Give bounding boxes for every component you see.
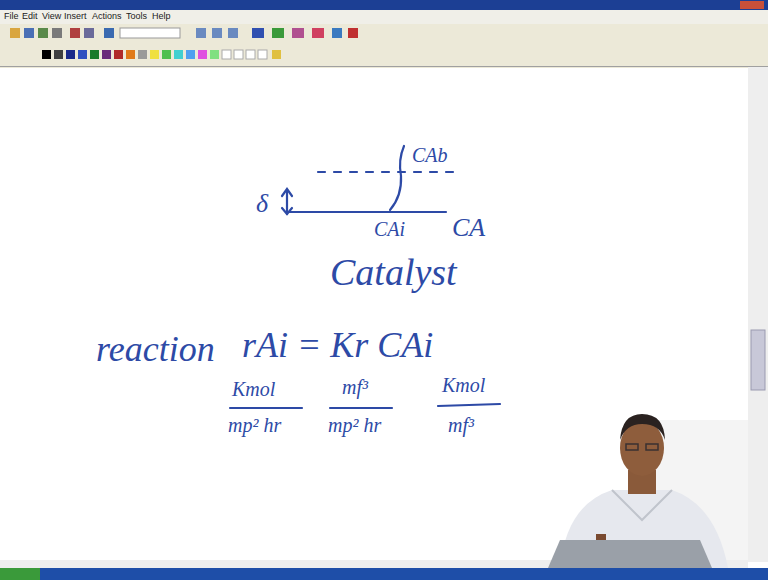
- scrollbar: [748, 67, 768, 562]
- menu-item: Tools: [126, 12, 147, 22]
- menu-item: Insert: [64, 12, 87, 22]
- film-thickness-label: δ: [256, 190, 268, 219]
- window-buttons: [740, 1, 764, 9]
- unit-denominator: mf³: [448, 414, 474, 436]
- rate-equation: rAi = Kr CAi: [242, 326, 433, 366]
- taskbar: [0, 568, 768, 580]
- menu-item: Actions: [92, 12, 122, 22]
- lecturer-figure: [548, 414, 748, 568]
- menu-bar: [0, 10, 768, 24]
- concentration-label: CAb: [412, 144, 448, 166]
- toolbar-icons: [10, 28, 358, 38]
- menu-item: Edit: [22, 12, 38, 22]
- concentration-label: CA: [452, 214, 485, 243]
- toolbar: [0, 24, 768, 68]
- menu-item: View: [42, 12, 61, 22]
- unit-numerator: Kmol: [442, 374, 485, 396]
- concentration-label: CAi: [374, 218, 405, 240]
- handwritten-sketch: [230, 146, 500, 408]
- unit-numerator: Kmol: [232, 378, 275, 400]
- menu-item: Help: [152, 12, 171, 22]
- catalyst-label: Catalyst: [330, 252, 457, 294]
- unit-denominator: mp² hr: [228, 414, 281, 436]
- title-bar: [0, 0, 768, 10]
- unit-denominator: mp² hr: [328, 414, 381, 436]
- menu-item: File: [4, 12, 19, 22]
- note-text: reaction: [96, 330, 215, 370]
- color-palette: [42, 50, 281, 59]
- unit-numerator: mf³: [342, 376, 368, 398]
